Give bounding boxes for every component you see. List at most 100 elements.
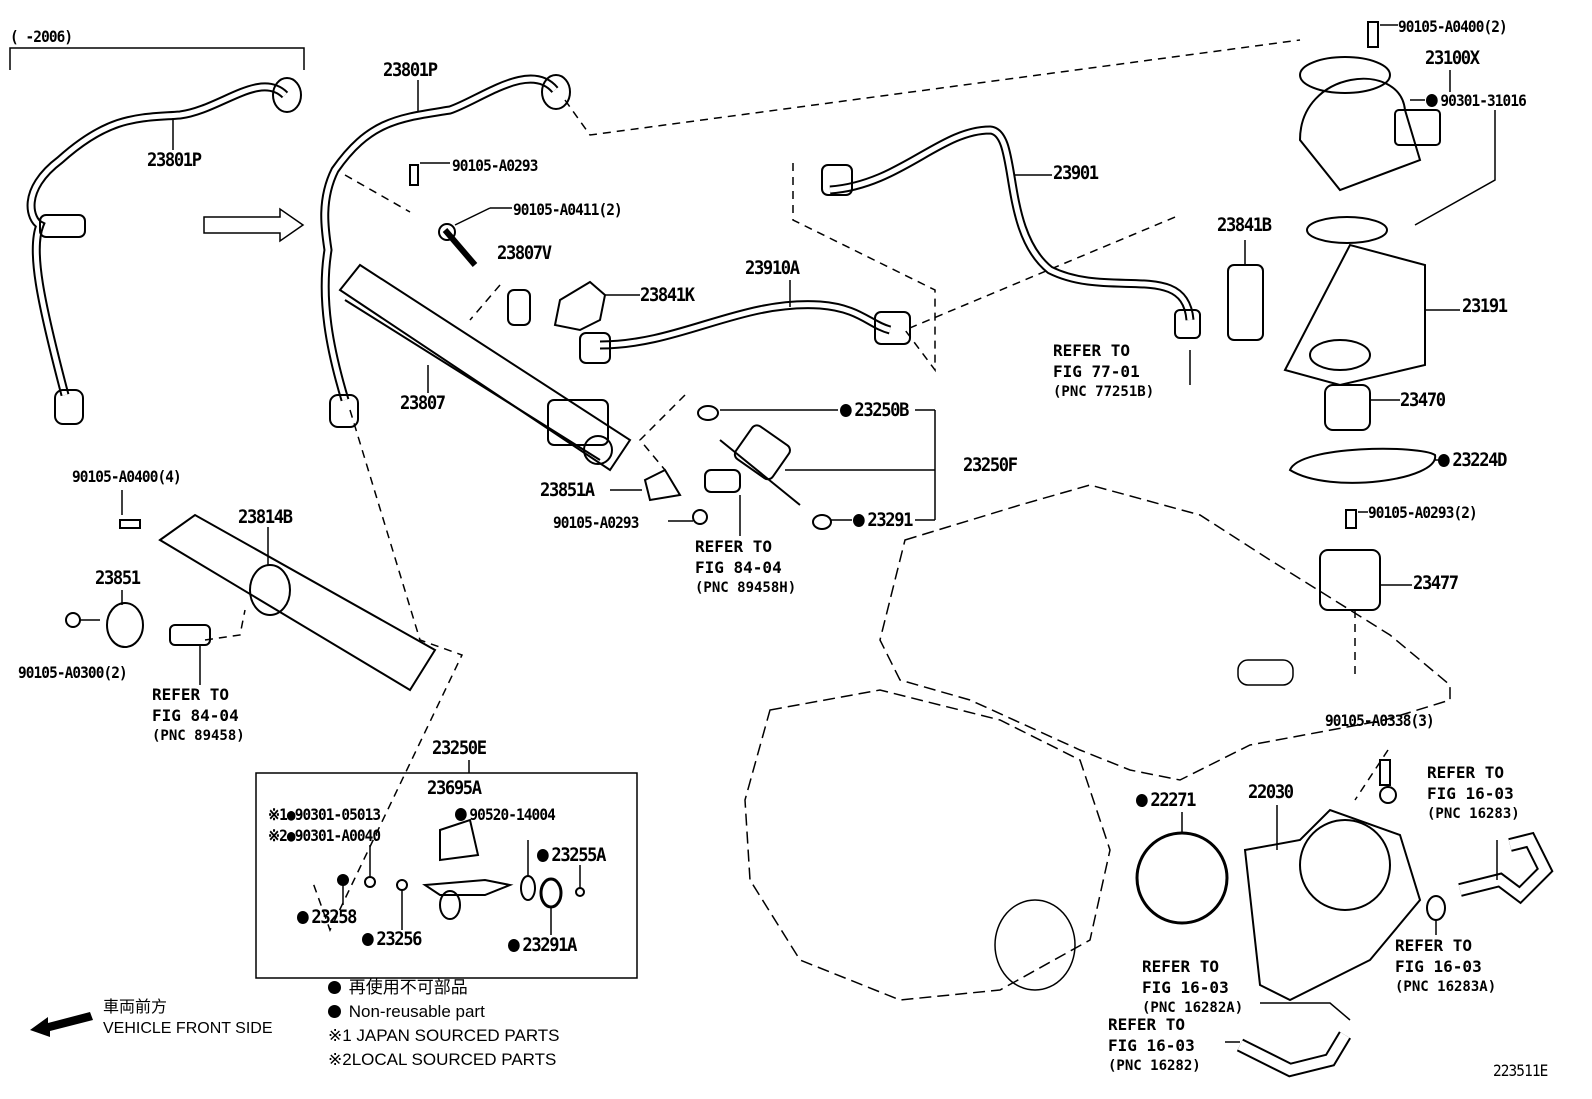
part-23224D: 23224D [1438, 449, 1507, 471]
nonreusable-dot-icon [840, 404, 852, 417]
part-23841K: 23841K [640, 284, 695, 306]
vehicle-front-en: VEHICLE FRONT SIDE [103, 1020, 273, 1037]
ref-line: REFER TO [1142, 957, 1220, 976]
part-number: 23255A [551, 844, 606, 866]
ref-line: REFER TO [1427, 763, 1505, 782]
part-22030: 22030 [1248, 781, 1294, 803]
nonreusable-dot-icon [537, 849, 549, 862]
part-23695A: 23695A [427, 777, 482, 799]
nonreusable-dot-icon [328, 981, 341, 994]
bolt-90105-A0293-b: 90105-A0293 [553, 513, 639, 532]
reference-fig-84-04-89458[interactable]: REFER TO FIG 84-04 (PNC 89458) [152, 684, 245, 747]
bolt-90105-A0400-2: 90105-A0400(2) [1398, 17, 1508, 36]
ref-line: REFER TO [152, 685, 230, 704]
ref-pnc: (PNC 77251B) [1053, 384, 1155, 400]
diagram-id: 223511E [1493, 1061, 1548, 1080]
part-90301-31016: 90301-31016 [1426, 90, 1527, 111]
part-number: 23291A [522, 934, 577, 956]
ref-pnc: (PNC 16283A) [1395, 979, 1497, 995]
part-23807: 23807 [400, 392, 446, 414]
part-23291: 23291 [853, 509, 913, 531]
reference-fig-16-03-16282[interactable]: REFER TO FIG 16-03 (PNC 16282) [1108, 1014, 1201, 1077]
ref-fig: FIG 84-04 [152, 706, 239, 725]
year-range: ( -2006) [10, 27, 73, 46]
nonreusable-dot-icon [362, 933, 374, 946]
part-23901: 23901 [1053, 162, 1099, 184]
part-90301-05013: ※1●90301-05013 [268, 805, 381, 824]
part-23250F: 23250F [963, 454, 1018, 476]
ref-pnc: (PNC 16282) [1108, 1058, 1201, 1074]
ref-pnc: (PNC 89458) [152, 728, 245, 744]
bolt-90105-A0400-4: 90105-A0400(4) [72, 467, 182, 486]
part-23255A: 23255A [537, 844, 606, 866]
part-number: 90520-14004 [469, 805, 555, 824]
nonreusable-dot-icon [328, 1005, 341, 1018]
old-fuel-pipe [26, 82, 289, 397]
part-number: 23250B [854, 399, 909, 421]
nonreusable-dot-icon [297, 911, 309, 924]
nonreusable-dot-icon [1136, 794, 1148, 807]
part-23191: 23191 [1462, 295, 1508, 317]
legend-japan-sourced: ※1 JAPAN SOURCED PARTS [328, 1026, 560, 1045]
reference-fig-84-04-89458H[interactable]: REFER TO FIG 84-04 (PNC 89458H) [695, 536, 796, 599]
part-23477: 23477 [1413, 572, 1459, 594]
nonreusable-dot-icon [508, 939, 520, 952]
nonreusable-dot-icon [455, 808, 467, 821]
nonreusable-dot-icon [1438, 454, 1450, 467]
bolt-icon [65, 21, 1398, 804]
legend-text: Non-reusable part [348, 1002, 485, 1021]
ref-fig: FIG 16-03 [1142, 978, 1229, 997]
bolt-90105-A0300: 90105-A0300(2) [18, 663, 128, 682]
part-90520-14004: 90520-14004 [455, 804, 556, 825]
ref-line: REFER TO [695, 537, 773, 556]
bolt-90105-A0293: 90105-A0293 [452, 156, 538, 175]
kit-box [255, 772, 638, 979]
part-23256: 23256 [362, 929, 422, 949]
bolt-90105-A0293-2: 90105-A0293(2) [1368, 503, 1478, 522]
part-number: 23291 [867, 509, 913, 531]
legend-nonreusable-jp: 再使用不可部品 [328, 976, 468, 999]
part-22271: 22271 [1136, 789, 1196, 811]
reference-fig-77-01[interactable]: REFER TO FIG 77-01 (PNC 77251B) [1053, 340, 1154, 403]
ref-line: REFER TO [1108, 1015, 1186, 1034]
part-23258: 23258 [297, 906, 357, 928]
part-23801P-old: 23801P [147, 149, 202, 171]
ref-pnc: (PNC 16282A) [1142, 1000, 1244, 1016]
part-number: 22271 [1150, 789, 1196, 811]
part-23801P: 23801P [383, 59, 438, 81]
ref-line: REFER TO [1395, 936, 1473, 955]
bolt-90105-A0411: 90105-A0411(2) [513, 200, 623, 219]
part-number: 23224D [1452, 449, 1507, 471]
part-23250E: 23250E [432, 737, 487, 759]
part-23250B: 23250B [840, 399, 909, 421]
vehicle-front-jp: 車両前方 [103, 999, 168, 1016]
part-90301-A0040: ※2●90301-A0040 [268, 826, 381, 845]
legend-local-sourced: ※2LOCAL SOURCED PARTS [328, 1050, 557, 1069]
nonreusable-dot-icon [1426, 94, 1438, 107]
ref-fig: FIG 84-04 [695, 558, 782, 577]
year-bracket [9, 47, 305, 70]
ref-line: REFER TO [1053, 341, 1131, 360]
ref-fig: FIG 77-01 [1053, 362, 1140, 381]
part-number: 90301-31016 [1440, 91, 1526, 110]
part-23807V: 23807V [497, 242, 552, 264]
legend-nonreusable-en: Non-reusable part [328, 1000, 485, 1023]
ref-pnc: (PNC 89458H) [695, 580, 797, 596]
part-number: 23258 [311, 906, 357, 928]
part-23470: 23470 [1400, 389, 1446, 411]
arrow-icon [203, 207, 305, 243]
legend-text: 再使用不可部品 [348, 978, 468, 997]
front-arrow-icon [30, 1012, 93, 1037]
ref-fig: FIG 16-03 [1427, 784, 1514, 803]
part-23841B: 23841B [1217, 214, 1272, 236]
part-23291A: 23291A [508, 934, 577, 956]
part-23910A: 23910A [745, 257, 800, 279]
part-23100X: 23100X [1425, 47, 1480, 69]
ref-fig: FIG 16-03 [1108, 1036, 1195, 1055]
part-23814B: 23814B [238, 506, 293, 528]
reference-fig-16-03-16282A[interactable]: REFER TO FIG 16-03 (PNC 16282A) [1142, 956, 1243, 1019]
